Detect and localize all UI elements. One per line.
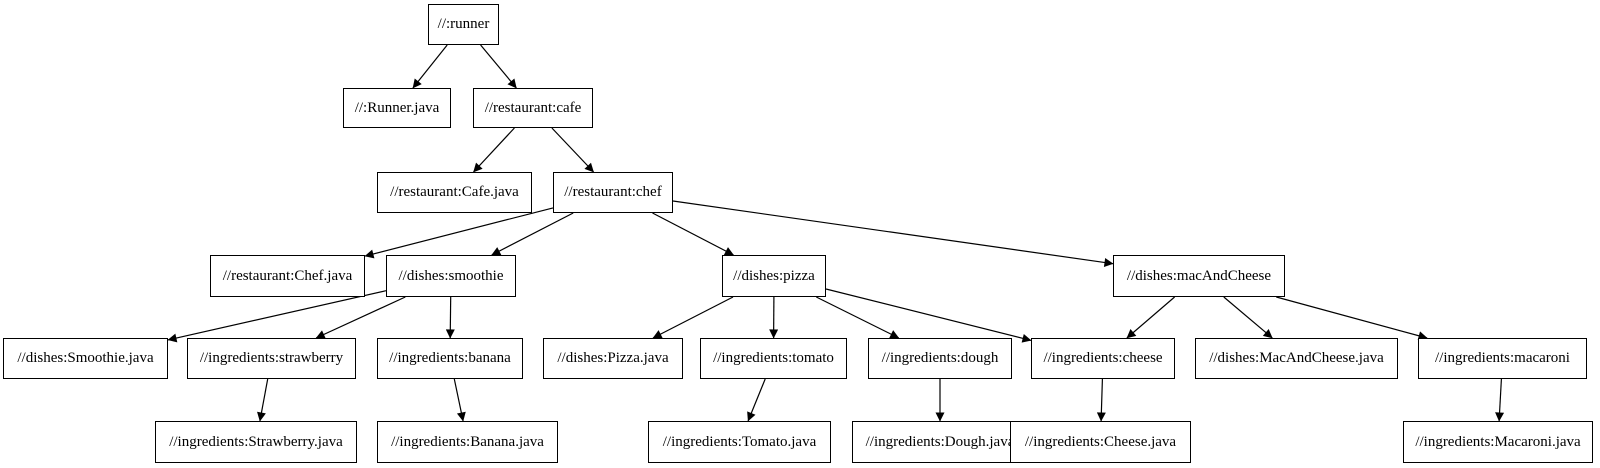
edge-macaroni-to-macaroni-java	[1495, 378, 1505, 422]
edge-pizza-to-cheese	[825, 288, 1032, 343]
graph-node-smoothie: //dishes:smoothie	[386, 255, 516, 297]
edge-chef-to-chef-java	[364, 207, 554, 259]
graph-node-strawberry: //ingredients:strawberry	[187, 338, 356, 379]
graph-node-banana-java: //ingredients:Banana.java	[377, 421, 558, 463]
edge-banana-to-banana-java	[453, 378, 466, 422]
graph-node-runner: //:runner	[428, 4, 499, 45]
graph-node-chef: //restaurant:chef	[553, 172, 673, 213]
graph-node-macaroni-java: //ingredients:Macaroni.java	[1403, 421, 1593, 463]
graph-node-chef-java: //restaurant:Chef.java	[210, 255, 365, 297]
graph-node-runner-java: //:Runner.java	[343, 88, 451, 128]
edge-chef-to-pizza	[652, 212, 734, 256]
edge-pizza-to-pizza-java	[652, 296, 734, 339]
graph-node-cafe: //restaurant:cafe	[473, 88, 593, 128]
edge-tomato-to-tomato-java	[747, 378, 766, 422]
edge-cafe-to-chef	[551, 127, 595, 173]
graph-node-tomato: //ingredients:tomato	[700, 338, 847, 379]
graph-node-mac-and-cheese: //dishes:macAndCheese	[1113, 255, 1285, 297]
edge-smoothie-to-banana	[445, 296, 455, 339]
graph-node-cheese: //ingredients:cheese	[1031, 338, 1175, 379]
edge-mac-and-cheese-to-macaroni	[1276, 296, 1428, 341]
edge-strawberry-to-strawberry-java	[257, 378, 269, 422]
edge-pizza-to-dough	[816, 296, 900, 339]
graph-node-cafe-java: //restaurant:Cafe.java	[377, 172, 532, 213]
graph-node-pizza-java: //dishes:Pizza.java	[543, 338, 683, 379]
edge-chef-to-smoothie	[491, 212, 574, 256]
edge-mac-and-cheese-to-mac-and-cheese-java	[1223, 296, 1273, 339]
graph-node-dough-java: //ingredients:Dough.java	[852, 421, 1028, 463]
edge-cheese-to-cheese-java	[1096, 378, 1106, 422]
edge-smoothie-to-smoothie-java	[167, 290, 387, 343]
graph-node-strawberry-java: //ingredients:Strawberry.java	[155, 421, 357, 463]
graph-node-pizza: //dishes:pizza	[722, 255, 826, 297]
edge-runner-to-cafe	[480, 44, 517, 89]
graph-node-banana: //ingredients:banana	[377, 338, 523, 379]
edge-smoothie-to-strawberry	[315, 296, 406, 339]
graph-node-macaroni: //ingredients:macaroni	[1418, 338, 1587, 379]
graph-node-cheese-java: //ingredients:Cheese.java	[1010, 421, 1191, 463]
graph-node-smoothie-java: //dishes:Smoothie.java	[3, 338, 168, 379]
edge-cafe-to-cafe-java	[473, 127, 515, 173]
graph-node-mac-and-cheese-java: //dishes:MacAndCheese.java	[1195, 338, 1398, 379]
graph-node-tomato-java: //ingredients:Tomato.java	[648, 421, 831, 463]
graph-node-dough: //ingredients:dough	[868, 338, 1012, 379]
edge-mac-and-cheese-to-cheese	[1126, 296, 1175, 339]
edge-runner-to-runner-java	[412, 44, 448, 89]
